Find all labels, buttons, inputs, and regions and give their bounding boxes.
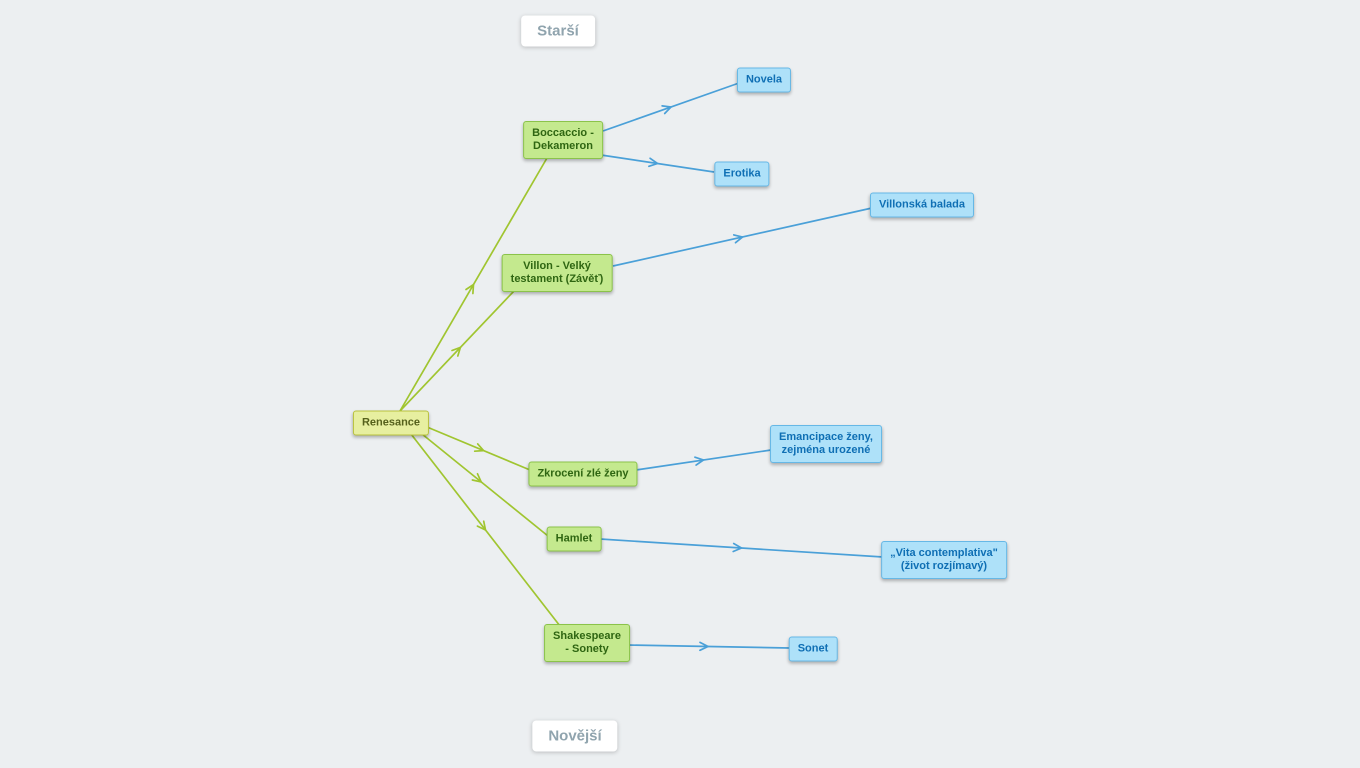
edge-renesance-boccaccio <box>399 157 548 412</box>
edge-zkroceni-emancipace <box>635 449 772 471</box>
node-sonet[interactable]: Sonet <box>788 636 838 662</box>
edge-villon-villonska <box>612 207 873 267</box>
edge-hamlet-vita <box>599 538 884 558</box>
arrowhead-icon <box>471 472 483 484</box>
timeline-label-older: Starší <box>521 15 595 47</box>
edge-shakespeare-sonet <box>626 641 790 652</box>
node-renesance[interactable]: Renesance <box>352 410 430 436</box>
arrowhead-icon <box>451 346 462 357</box>
edge-renesance-zkroceni <box>426 426 531 471</box>
node-villonska[interactable]: Villonská balada <box>869 192 975 218</box>
arrowhead-icon <box>648 157 660 168</box>
node-shakespeare[interactable]: Shakespeare - Sonety <box>544 624 630 662</box>
node-vita[interactable]: „Vita contemplativa" (život rozjímavý) <box>881 541 1007 579</box>
node-erotika[interactable]: Erotika <box>714 161 770 187</box>
arrowhead-icon <box>476 520 487 532</box>
arrowhead-icon <box>694 456 706 466</box>
edge-boccaccio-novela <box>602 82 740 132</box>
arrowhead-icon <box>732 542 744 553</box>
arrowhead-icon <box>732 234 745 244</box>
arrowhead-icon <box>661 105 673 115</box>
node-villon[interactable]: Villon - Velký testament (Závěť) <box>501 254 613 292</box>
node-novela[interactable]: Novela <box>736 67 792 93</box>
node-zkroceni[interactable]: Zkrocení zlé ženy <box>528 461 638 487</box>
node-boccaccio[interactable]: Boccaccio - Dekameron <box>523 121 603 159</box>
arrowhead-icon <box>473 443 486 453</box>
node-emancipace[interactable]: Emancipace ženy, zejména urozené <box>770 425 882 463</box>
timeline-label-newer: Novější <box>532 720 618 752</box>
arrowhead-icon <box>465 282 475 295</box>
arrowhead-icon <box>699 641 710 652</box>
edge-renesance-hamlet <box>421 433 549 537</box>
edge-renesance-shakespeare <box>410 433 561 627</box>
node-hamlet[interactable]: Hamlet <box>546 526 602 552</box>
edge-boccaccio-erotika <box>600 154 715 173</box>
edge-renesance-villon <box>399 290 515 412</box>
